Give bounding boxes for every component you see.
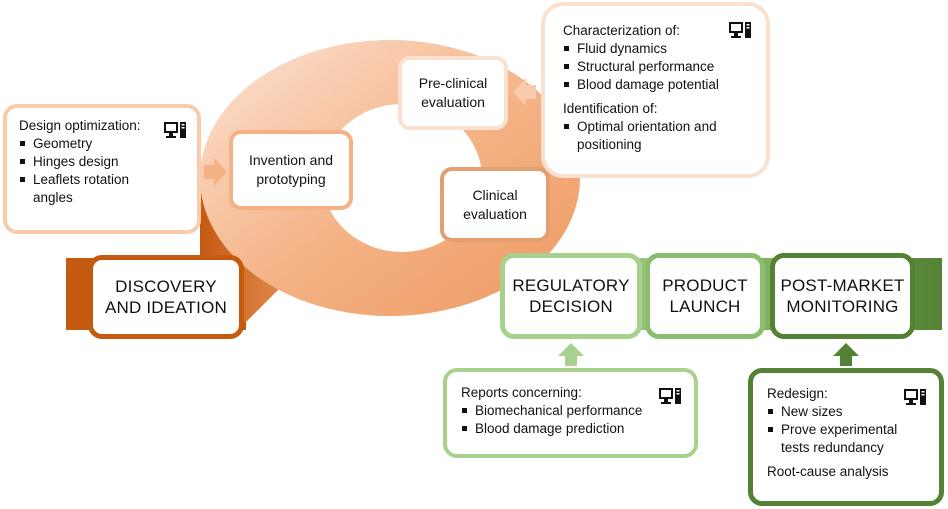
computer-icon	[729, 22, 751, 38]
step-clinical-line1: Clinical	[472, 186, 518, 203]
stage-discovery-line2: AND IDEATION	[104, 298, 228, 317]
list-item: Biomechanical performance	[461, 402, 680, 420]
stage-postmarket: POST-MARKET MONITORING	[770, 253, 915, 339]
stage-postmarket-line2: MONITORING	[786, 297, 899, 316]
step-invention-line2: prototyping	[256, 171, 326, 187]
stage-launch-line2: LAUNCH	[669, 297, 741, 316]
list-item: Prove experimental	[767, 421, 925, 439]
note-reports-heading: Reports concerning:	[461, 385, 582, 400]
note-design-optimization: Design optimization: Geometry Hinges des…	[3, 104, 201, 234]
arrow-icon	[513, 78, 536, 106]
arrow-icon	[558, 343, 584, 366]
list-item: Structural performance	[563, 58, 752, 76]
list-item: Blood damage potential	[563, 76, 752, 94]
list-item: Fluid dynamics	[563, 40, 752, 58]
computer-icon	[904, 389, 926, 405]
list-item-continuation: angles	[33, 190, 73, 205]
note-redesign: Redesign: New sizes Prove experimental t…	[748, 368, 944, 506]
step-clinical-line2: evaluation	[463, 205, 527, 222]
step-preclinical-line2: evaluation	[421, 94, 485, 110]
stage-discovery: DISCOVERY AND IDEATION	[88, 255, 244, 339]
step-invention-line1: Invention and	[248, 152, 334, 168]
note-design-list: Geometry Hinges design Leaflets rotation	[19, 135, 185, 189]
step-clinical: Clinical evaluation	[440, 167, 550, 242]
arrow-icon	[833, 343, 859, 366]
computer-icon	[164, 122, 186, 138]
note-reports-list: Biomechanical performance Blood damage p…	[461, 402, 680, 438]
note-design-heading: Design optimization:	[19, 118, 141, 133]
note-reports: Reports concerning: Biomechanical perfor…	[443, 368, 698, 458]
note-characterization: Characterization of: Fluid dynamics Stru…	[541, 2, 770, 178]
note-identification-list: Optimal orientation and	[563, 118, 752, 136]
note-redesign-heading: Redesign:	[767, 386, 828, 401]
computer-icon	[659, 388, 681, 404]
arrow-icon	[204, 158, 227, 186]
stage-postmarket-line1: POST-MARKET	[780, 276, 905, 295]
note-redesign-list: New sizes Prove experimental	[767, 403, 925, 439]
step-preclinical: Pre-clinical evaluation	[398, 56, 508, 130]
note-redesign-footer: Root-cause analysis	[767, 464, 889, 479]
list-item: Geometry	[19, 135, 185, 153]
stage-regulatory-line1: REGULATORY	[512, 276, 630, 295]
list-item-continuation: positioning	[577, 137, 642, 152]
list-item: Blood damage prediction	[461, 420, 680, 438]
note-identification-heading: Identification of:	[563, 101, 658, 116]
list-item: Hinges design	[19, 153, 185, 171]
step-preclinical-line1: Pre-clinical	[418, 75, 488, 91]
stage-regulatory: REGULATORY DECISION	[500, 253, 642, 339]
stage-regulatory-line2: DECISION	[529, 297, 613, 316]
stage-launch-line1: PRODUCT	[662, 276, 748, 295]
note-characterization-heading: Characterization of:	[563, 23, 681, 38]
list-item-continuation: tests redundancy	[781, 440, 884, 455]
list-item: Leaflets rotation	[19, 171, 185, 189]
list-item: Optimal orientation and	[563, 118, 752, 136]
step-invention: Invention and prototyping	[229, 130, 353, 210]
stage-discovery-line1: DISCOVERY	[115, 277, 217, 296]
stage-launch: PRODUCT LAUNCH	[645, 253, 765, 339]
note-characterization-list: Fluid dynamics Structural performance Bl…	[563, 40, 752, 94]
list-item: New sizes	[767, 403, 925, 421]
